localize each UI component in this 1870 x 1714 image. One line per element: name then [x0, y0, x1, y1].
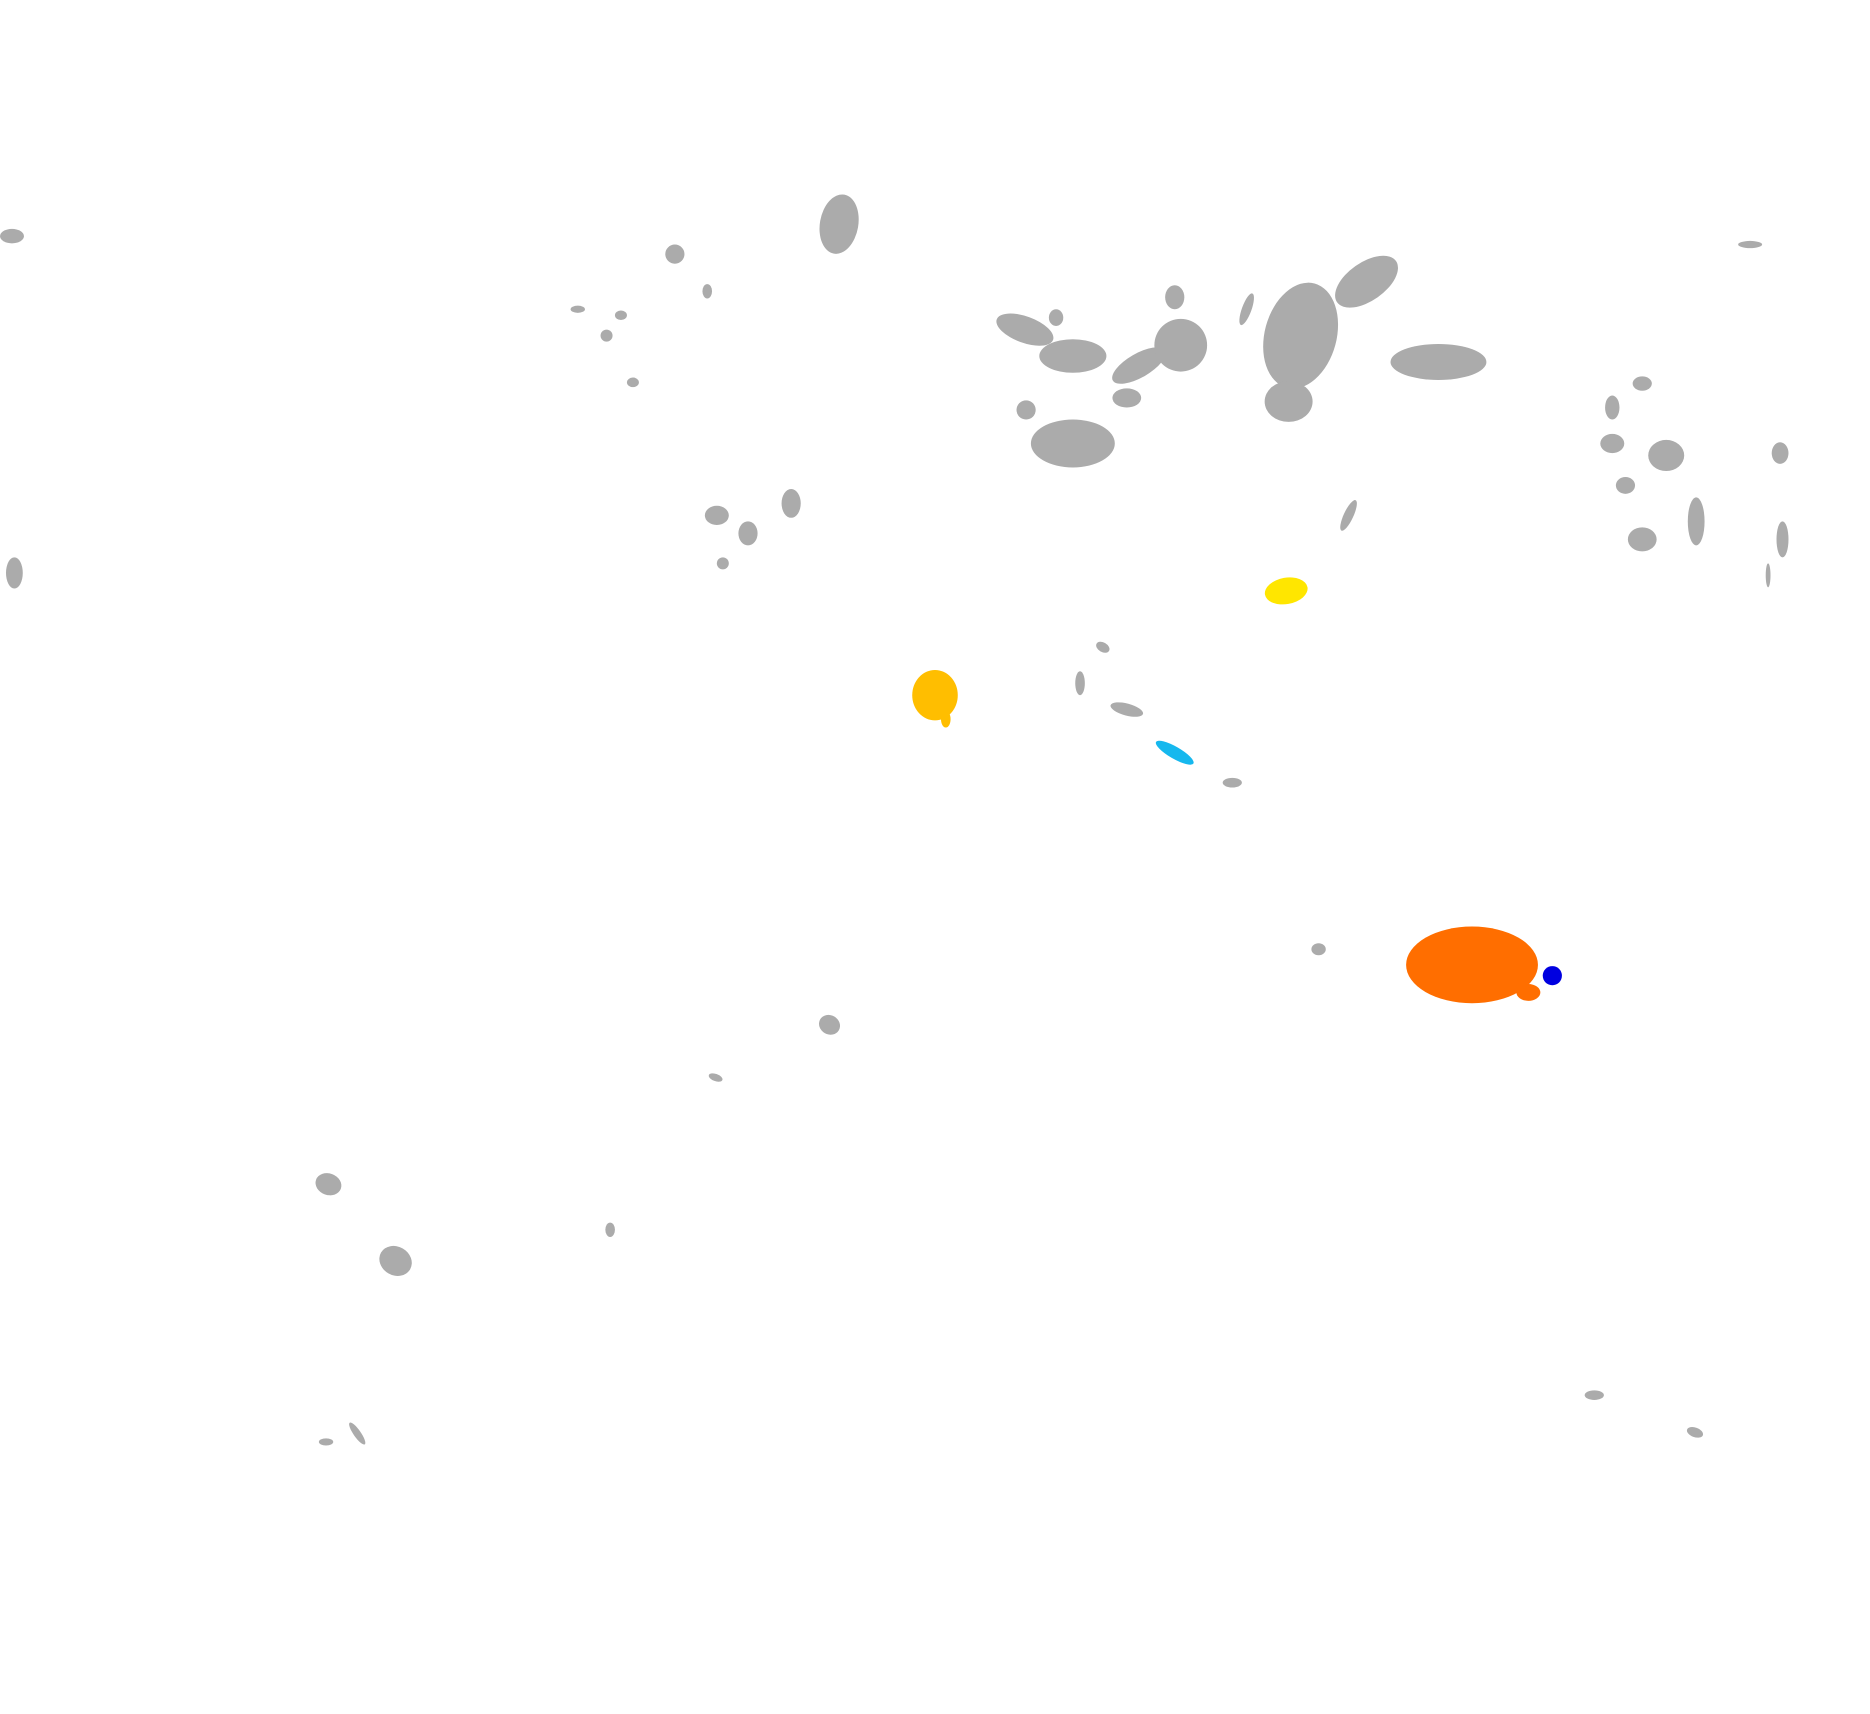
island-region	[1110, 702, 1144, 717]
island-region	[702, 284, 713, 299]
island-region	[626, 377, 639, 388]
island-region	[665, 244, 685, 264]
island-region	[1686, 1426, 1704, 1438]
island-region	[1600, 433, 1625, 454]
island-region	[1687, 497, 1705, 546]
island-region	[781, 489, 801, 518]
island-region	[1627, 527, 1657, 552]
island-region	[1264, 381, 1313, 422]
island-region	[600, 329, 613, 342]
island-region	[5, 557, 23, 589]
island-region	[996, 313, 1054, 346]
island-region	[1605, 395, 1620, 420]
island-region	[349, 1422, 366, 1445]
island-region	[1165, 285, 1185, 310]
highlighted-island-region	[940, 710, 951, 728]
island-region	[1632, 376, 1652, 391]
island-region	[1016, 400, 1036, 420]
island-region	[1771, 442, 1789, 464]
highlighted-island-region	[912, 670, 958, 721]
island-region	[1039, 339, 1107, 373]
highlighted-island-region	[1516, 984, 1541, 1001]
island-region	[318, 1438, 334, 1446]
island-region	[1765, 563, 1771, 588]
island-region	[1263, 282, 1339, 389]
island-region	[716, 557, 729, 570]
highlighted-island-region	[1542, 966, 1562, 986]
island-region	[315, 1173, 342, 1196]
island-region	[1648, 439, 1685, 472]
island-region	[605, 1222, 615, 1237]
island-region	[1222, 777, 1242, 788]
island-region	[1738, 240, 1763, 249]
island-region	[1311, 943, 1326, 956]
island-region	[614, 310, 627, 321]
map-regions	[0, 194, 1789, 1446]
highlighted-island-region	[1406, 926, 1538, 1004]
island-region	[738, 521, 758, 546]
highlighted-island-region	[1264, 577, 1308, 605]
island-region	[1335, 255, 1398, 308]
island-region	[1075, 671, 1085, 696]
island-region	[1239, 293, 1254, 326]
island-region	[1390, 343, 1487, 380]
island-region	[819, 194, 859, 254]
island-region	[0, 228, 24, 244]
island-region	[819, 1014, 841, 1035]
island-region	[1112, 388, 1142, 408]
island-region	[1112, 347, 1166, 384]
island-region	[1030, 419, 1115, 468]
island-region	[379, 1245, 412, 1276]
island-region	[570, 305, 585, 313]
island-region	[1776, 521, 1789, 558]
island-region	[1154, 318, 1208, 372]
island-region	[704, 505, 729, 525]
island-region	[1615, 477, 1636, 494]
island-region	[708, 1073, 723, 1082]
highlighted-island-region	[1155, 740, 1194, 765]
island-region	[1340, 500, 1357, 531]
island-region	[1096, 641, 1110, 653]
island-region	[1048, 309, 1064, 327]
island-region	[1584, 1390, 1604, 1400]
